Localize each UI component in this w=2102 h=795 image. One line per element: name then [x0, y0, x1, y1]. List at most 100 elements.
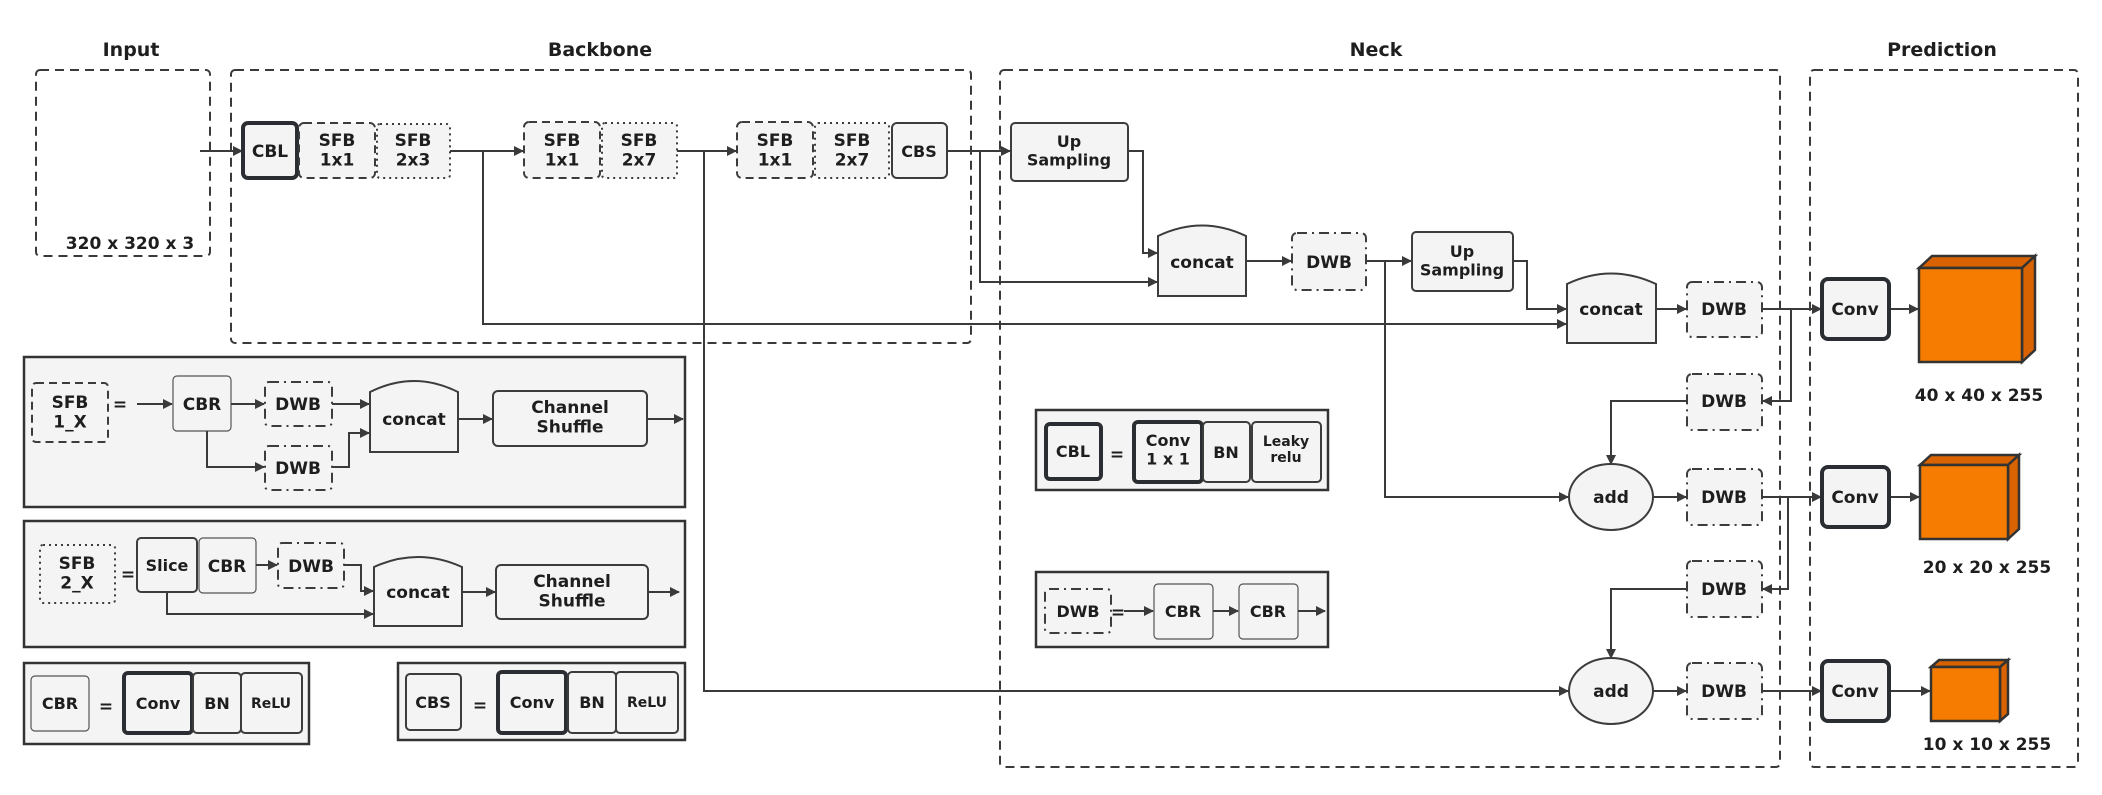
conv-head-3[interactable]: [1820, 659, 1891, 723]
legend-dwb-name-box: [1044, 588, 1112, 634]
sfb-1x1-block[interactable]: [523, 121, 601, 179]
edge-dwb1-add1: [1384, 261, 1569, 502]
legend-cbr-relu: [240, 672, 303, 734]
section-title-input: Input: [103, 39, 160, 61]
dwb-block-1[interactable]: [1291, 232, 1367, 291]
add-node-2[interactable]: [1568, 657, 1654, 725]
legend-cbr-conv-label: Conv: [136, 694, 181, 713]
dwb-label-4: DWB: [1701, 488, 1747, 508]
section-title-backbone: Backbone: [548, 39, 652, 61]
output-size-label-1: 40 x 40 x 255: [1915, 386, 2043, 406]
dwb-block-6[interactable]: [1686, 662, 1763, 720]
text-line: 1x1: [545, 151, 580, 171]
legend-sfb1-dwb-bottom-label: DWB: [275, 459, 321, 479]
dwb-block-5[interactable]: [1686, 560, 1763, 618]
cbl-block[interactable]: [241, 121, 299, 180]
sfb-2x7-block[interactable]: [601, 122, 678, 179]
text-line: SFB: [395, 131, 432, 151]
cbs-block[interactable]: [891, 122, 948, 179]
text-line: Sampling: [1420, 260, 1504, 279]
cube-front-face: [1918, 463, 2010, 541]
sfb-1x1-block[interactable]: [298, 122, 376, 179]
legend-cbs-conv-label: Conv: [510, 693, 555, 712]
legend-cbr-bn-label: BN: [204, 694, 230, 713]
dwb-block-2[interactable]: [1686, 281, 1763, 338]
cube-top-face: [1915, 254, 2039, 270]
legend-sfb1-concat-label: concat: [382, 410, 446, 430]
edge-dwb3-add1: [1606, 400, 1687, 465]
legend-sfb2-concat: [373, 556, 463, 627]
upsampling-block-2[interactable]: [1411, 231, 1514, 292]
text-line: Channel: [533, 572, 611, 592]
text-line: 1 x 1: [1146, 449, 1190, 468]
legend-cbr-eq: =: [99, 697, 113, 717]
legend-cbs: CBS = Conv BN ReLU: [396, 661, 687, 742]
concat-label-2: concat: [1579, 300, 1643, 320]
add-node-1[interactable]: [1568, 463, 1654, 531]
concat-block-1[interactable]: [1157, 224, 1247, 297]
legend-dwb-name: DWB: [1056, 602, 1099, 621]
output-tensor-10: [1927, 657, 2012, 724]
text-line: 2x7: [622, 151, 657, 171]
neck-group: [999, 69, 1781, 768]
output-size-label-3: 10 x 10 x 255: [1923, 735, 2051, 755]
legend-cbs-bn-label: BN: [579, 693, 605, 712]
legend-sfb1-name-box: [31, 382, 109, 443]
conv-label-3: Conv: [1831, 682, 1878, 702]
dwb-label-2: DWB: [1701, 300, 1747, 320]
text-line: SFB: [621, 131, 658, 151]
sfb-2x7-block[interactable]: [814, 122, 890, 179]
conv-head-1[interactable]: [1820, 277, 1891, 341]
sfb-1x1-block[interactable]: [736, 121, 814, 179]
legend-dwb-cbr-2-label: CBR: [1250, 602, 1286, 621]
conv-label-1: Conv: [1831, 300, 1878, 320]
output-size-label-2: 20 x 20 x 255: [1923, 558, 2051, 578]
section-title-prediction: Prediction: [1887, 39, 1997, 61]
text-line: SFB: [59, 554, 96, 574]
upsampling-block-1[interactable]: [1010, 122, 1129, 182]
text-line: 1x1: [758, 151, 793, 171]
legend-sfb2-name-box: [39, 544, 116, 604]
text-line: 2_X: [60, 574, 93, 594]
sfb-2x3-block[interactable]: [376, 123, 451, 179]
output-tensor-40: [1915, 253, 2039, 365]
text-line: SFB: [52, 393, 89, 413]
legend-sfb2-eq: =: [121, 565, 135, 585]
add-label-2: add: [1593, 682, 1629, 702]
dwb-block-3[interactable]: [1686, 373, 1763, 431]
legend-cbl-name-box: [1044, 422, 1103, 481]
concat-block-2[interactable]: [1566, 272, 1657, 344]
legend-sfb2-cbr-label: CBR: [208, 557, 247, 577]
dwb-label-6: DWB: [1701, 682, 1747, 702]
edge-dwb4-dwb5: [1762, 497, 1789, 594]
text-line: 1x1: [320, 151, 355, 171]
legend-sfb1-dwb-top-label: DWB: [275, 395, 321, 415]
edge-dwb5-add2: [1606, 588, 1687, 659]
add-label-1: add: [1593, 488, 1629, 508]
edge-stage1-concat2: [482, 151, 1567, 329]
legend-sfb1-concat: [369, 380, 459, 453]
edges: [200, 146, 1931, 696]
edge-upsampling2-concat2: [1513, 260, 1567, 314]
edge-stage2-add2: [703, 151, 1569, 696]
dwb-block-4[interactable]: [1686, 468, 1763, 526]
conv-head-2[interactable]: [1820, 465, 1891, 529]
legend-cbs-relu-label: ReLU: [627, 695, 667, 711]
legend-sfb1-dwb-bottom: [264, 445, 333, 491]
concat-label-1: concat: [1170, 253, 1234, 273]
edge-upsampling1-concat1: [1128, 150, 1158, 258]
